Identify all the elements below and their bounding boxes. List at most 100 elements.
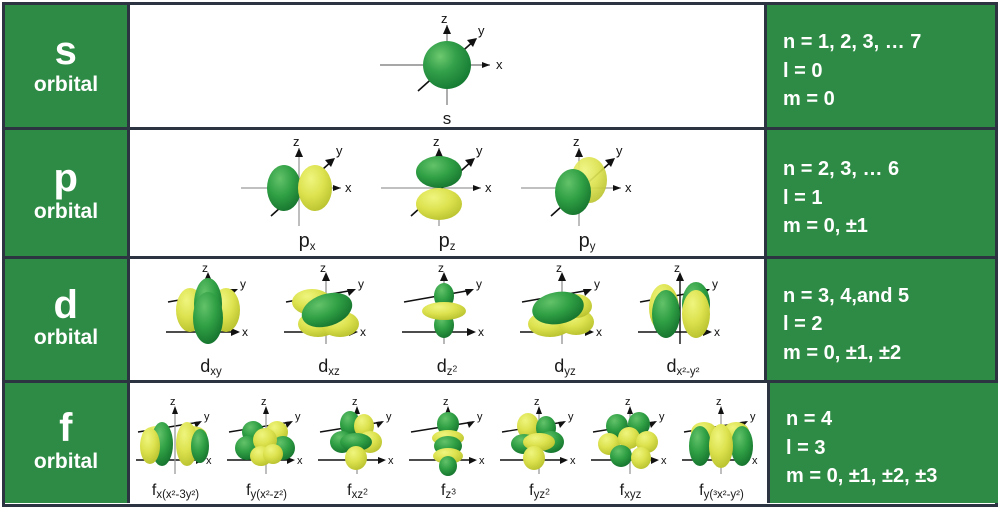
dxy-lobe-4 bbox=[193, 291, 223, 344]
z-arrowhead-f2 bbox=[263, 406, 269, 415]
y-arrowhead-dz2 bbox=[465, 288, 474, 296]
diagram-cell-s: x y z s bbox=[130, 5, 767, 127]
axis-x-label-s: x bbox=[496, 57, 503, 72]
orbital-label-dx2y2: dx²-y² bbox=[666, 355, 700, 378]
quantum-m-f: m = 0, ±1, ±2, ±3 bbox=[786, 465, 938, 488]
f7-lobe-center bbox=[709, 424, 733, 469]
axis-y-label-f7: y bbox=[750, 411, 756, 423]
orbital-unit-dxy: x y z dxy bbox=[152, 258, 270, 379]
axis-y-label-dyz: y bbox=[594, 277, 600, 291]
x-arrowhead-py bbox=[613, 185, 621, 192]
x-arrowhead-dz2 bbox=[467, 327, 476, 336]
orbital-label-fz3: fz3 bbox=[441, 482, 456, 502]
axis-z-label-px: z bbox=[293, 134, 300, 149]
diagram-cell-f: x y z fx(x²-3y²) bbox=[130, 383, 770, 503]
quantum-n-p: n = 2, 3, … 6 bbox=[783, 158, 900, 181]
axis-z-label-dz2: z bbox=[438, 261, 444, 275]
orbital-figure-dyz: x y z bbox=[520, 261, 602, 344]
row-word-p: orbital bbox=[33, 199, 99, 223]
row-word-f: orbital bbox=[33, 449, 99, 473]
row-label-f: f orbital bbox=[5, 383, 130, 503]
pz-lobe-positive bbox=[416, 156, 462, 189]
axis-y-label-f4: y bbox=[477, 411, 483, 423]
quantum-l-s: l = 0 bbox=[783, 59, 823, 82]
axis-y-label-dxz: y bbox=[358, 277, 364, 291]
z-arrowhead-s bbox=[443, 25, 451, 34]
quantum-cell-p: n = 2, 3, … 6 l = 1 m = 0, ±1 bbox=[767, 130, 995, 256]
orbital-unit-s: x y z s bbox=[362, 5, 532, 127]
x-arrowhead-f6 bbox=[651, 457, 659, 465]
orbital-unit-px: x y z px bbox=[237, 128, 377, 254]
s-sphere bbox=[423, 41, 471, 89]
z-arrowhead-f1 bbox=[172, 406, 178, 415]
f4-lobe-bottom bbox=[439, 456, 457, 477]
quantum-cell-f: n = 4 l = 3 m = 0, ±1, ±2, ±3 bbox=[770, 383, 998, 503]
f5-lobe-1 bbox=[517, 413, 539, 440]
row-label-p: p orbital bbox=[5, 130, 130, 256]
orbital-figure-fx-x2-3y2: x y z bbox=[136, 396, 212, 475]
table-row-f: f orbital bbox=[5, 383, 998, 503]
z-arrowhead-f7 bbox=[718, 406, 724, 415]
orbital-label-fxyz: fxyz bbox=[619, 482, 642, 502]
f2-lobe-7 bbox=[263, 444, 283, 465]
axis-x-label-f5: x bbox=[570, 455, 576, 467]
axis-z-label-dxy: z bbox=[202, 261, 208, 275]
orbital-label-fyz2: fyz2 bbox=[529, 482, 550, 502]
axis-z-label-f3: z bbox=[352, 396, 358, 408]
row-letter-d: d bbox=[53, 282, 79, 327]
px-lobe-negative bbox=[267, 165, 301, 212]
orbital-unit-fyz2: x y z fyz2 bbox=[494, 382, 585, 502]
orbital-figure-dxy: x y z bbox=[166, 261, 248, 344]
z-arrowhead-pz bbox=[435, 148, 443, 158]
axis-z-label-s: z bbox=[441, 11, 448, 26]
axis-z-label-f4: z bbox=[443, 396, 449, 408]
orbital-figure-dx2y2: x y z bbox=[638, 261, 720, 344]
y-arrowhead-f4 bbox=[467, 421, 475, 429]
axis-z-label-f1: z bbox=[170, 396, 176, 408]
orbital-unit-dxz: x y z dxz bbox=[270, 258, 388, 379]
orbital-unit-fy-x2-z2: x y z fy(x²-z²) bbox=[221, 382, 312, 502]
py-lobe-near bbox=[555, 169, 591, 216]
y-arrowhead-dxz bbox=[347, 288, 356, 296]
f6-lobe-7 bbox=[631, 447, 651, 470]
row-label-d: d orbital bbox=[5, 259, 130, 380]
z-arrowhead-px bbox=[295, 148, 303, 158]
y-arrowhead-f3 bbox=[376, 421, 384, 429]
f7-lobe-3 bbox=[689, 426, 711, 467]
row-letter-f: f bbox=[59, 406, 73, 451]
orbital-figure-s: x y z bbox=[380, 11, 503, 105]
axis-y-label-f1: y bbox=[204, 411, 210, 423]
x-arrowhead-f3 bbox=[378, 457, 386, 465]
orbital-figure-fyz2: x y z bbox=[500, 396, 576, 475]
axis-x-label-f2: x bbox=[297, 455, 303, 467]
row-word-s: orbital bbox=[33, 72, 99, 96]
axis-z-label-dyz: z bbox=[556, 261, 562, 275]
orbital-figure-pz: x y z bbox=[381, 134, 492, 227]
y-arrowhead-f1 bbox=[194, 421, 202, 429]
y-arrowhead-dyz bbox=[583, 288, 592, 296]
orbital-figure-fy-3x2-y2: x y z bbox=[682, 396, 758, 475]
axis-z-label-f7: z bbox=[716, 396, 722, 408]
quantum-l-f: l = 3 bbox=[786, 436, 826, 459]
f3-lobe-6 bbox=[345, 446, 367, 471]
x-arrowhead-f2 bbox=[287, 457, 295, 465]
axis-x-label-dxy: x bbox=[242, 325, 248, 339]
axis-z-label-f2: z bbox=[261, 396, 267, 408]
orbital-unit-dyz: x y z dyz bbox=[506, 258, 624, 379]
axis-x-label-f7: x bbox=[752, 455, 758, 467]
quantum-l-p: l = 1 bbox=[783, 186, 823, 209]
f5-lobe-6 bbox=[523, 446, 545, 471]
z-arrowhead-dyz bbox=[558, 271, 566, 281]
axis-y-label-pz: y bbox=[476, 143, 483, 158]
z-arrowhead-f6 bbox=[627, 406, 633, 415]
orbital-unit-fxyz: x y z fxyz bbox=[585, 382, 676, 502]
axis-y-label-f6: y bbox=[659, 411, 665, 423]
x-arrowhead-dxy bbox=[231, 327, 240, 336]
orbital-label-fy-3x2-y2: fy(³x²-y²) bbox=[699, 482, 744, 502]
orbital-figure-fxyz: x y z bbox=[591, 396, 667, 475]
axis-z-label-f6: z bbox=[625, 396, 631, 408]
orbital-unit-dx2y2: x y z dx²-y² bbox=[624, 258, 742, 379]
quantum-l-d: l = 2 bbox=[783, 313, 823, 336]
